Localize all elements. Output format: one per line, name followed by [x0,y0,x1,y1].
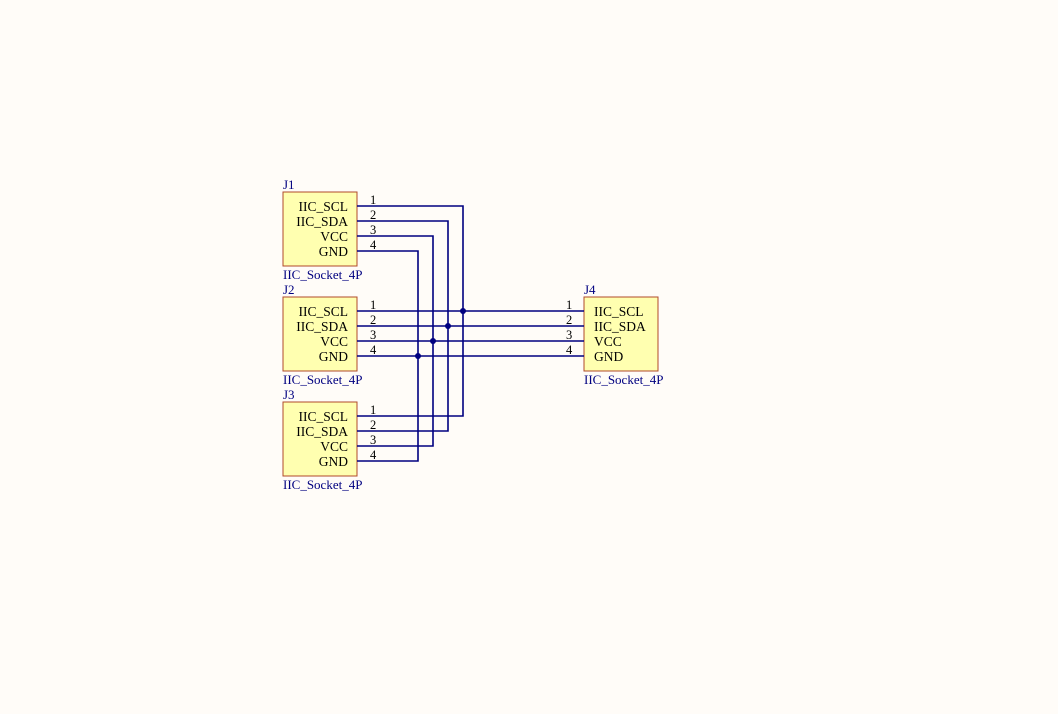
pin-name-j2-1: IIC_SCL [298,304,348,319]
pin-name-j1-3: VCC [320,229,348,244]
junction-dot-sda [445,323,451,329]
wire-gnd-j3[interactable] [357,356,419,462]
pin-number-j1-3: 3 [370,223,376,237]
comment-j1: IIC_Socket_4P [283,267,362,282]
pin-number-j1-4: 4 [370,238,377,252]
component-j2[interactable]: J2 IIC_SCL IIC_SDA VCC GND 1 2 3 4 IIC_S… [282,282,377,387]
pin-name-j2-2: IIC_SDA [296,319,348,334]
component-j3[interactable]: J3 IIC_SCL IIC_SDA VCC GND 1 2 3 4 IIC_S… [282,387,377,492]
pin-number-j3-3: 3 [370,433,376,447]
pin-name-j4-4: GND [594,349,623,364]
wire-gnd-j1[interactable] [357,250,419,356]
pin-number-j4-2: 2 [566,313,572,327]
pin-number-j2-4: 4 [370,343,377,357]
component-body-j2[interactable] [282,296,358,372]
component-body-j4[interactable] [583,296,659,372]
wire-vcc-j3[interactable] [357,341,434,447]
component-j4[interactable]: J4 IIC_SCL IIC_SDA VCC GND 1 2 3 4 IIC_S… [566,282,663,387]
net-gnd[interactable] [357,250,584,462]
designator-j2: J2 [283,282,295,297]
designator-j3: J3 [283,387,295,402]
pin-name-j2-3: VCC [320,334,348,349]
pin-number-j1-2: 2 [370,208,376,222]
junction-dot-vcc [430,338,436,344]
pin-name-j3-1: IIC_SCL [298,409,348,424]
pin-name-j4-1: IIC_SCL [594,304,644,319]
net-iic-scl[interactable] [357,205,584,417]
designator-j4: J4 [584,282,596,297]
pin-number-j3-4: 4 [370,448,377,462]
pin-number-j2-3: 3 [370,328,376,342]
pin-name-j1-4: GND [319,244,348,259]
component-body-j3[interactable] [282,401,358,477]
wire-sda-j1[interactable] [357,220,449,326]
pin-name-j1-2: IIC_SDA [296,214,348,229]
pin-number-j1-1: 1 [370,193,376,207]
pin-name-j3-2: IIC_SDA [296,424,348,439]
comment-j2: IIC_Socket_4P [283,372,362,387]
pin-name-j4-2: IIC_SDA [594,319,646,334]
pin-name-j3-3: VCC [320,439,348,454]
component-j1[interactable]: J1 IIC_SCL IIC_SDA VCC GND 1 2 3 4 IIC_S… [282,177,377,282]
pin-name-j2-4: GND [319,349,348,364]
wire-scl-j1[interactable] [357,205,464,311]
pin-number-j4-4: 4 [566,343,573,357]
pin-number-j2-1: 1 [370,298,376,312]
pin-number-j3-1: 1 [370,403,376,417]
designator-j1: J1 [283,177,295,192]
wire-vcc-j1[interactable] [357,235,434,341]
junction-dot-scl [460,308,466,314]
pin-name-j1-1: IIC_SCL [298,199,348,214]
pin-number-j4-1: 1 [566,298,572,312]
component-body-j1[interactable] [282,191,358,267]
junction-dot-gnd [415,353,421,359]
net-iic-sda[interactable] [357,220,584,432]
pin-name-j3-4: GND [319,454,348,469]
comment-j3: IIC_Socket_4P [283,477,362,492]
wire-sda-j3[interactable] [357,326,449,432]
pin-number-j4-3: 3 [566,328,572,342]
pin-name-j4-3: VCC [594,334,622,349]
comment-j4: IIC_Socket_4P [584,372,663,387]
wire-scl-j3[interactable] [357,311,464,417]
pin-number-j3-2: 2 [370,418,376,432]
net-vcc[interactable] [357,235,584,447]
pin-number-j2-2: 2 [370,313,376,327]
